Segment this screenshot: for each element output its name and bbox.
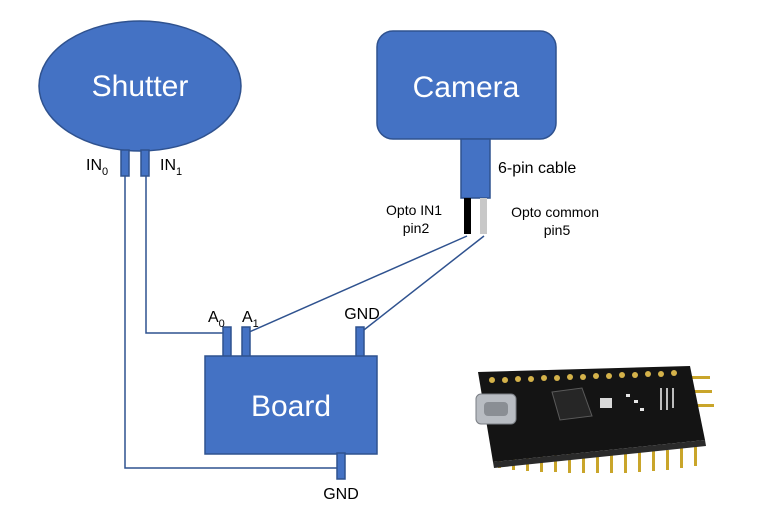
board-pin-gnd-bottom <box>336 452 346 480</box>
pin-holes <box>489 370 677 383</box>
in1-label: IN1 <box>160 157 182 178</box>
camera-label: Camera <box>413 71 520 104</box>
shutter-ellipse <box>38 20 242 152</box>
in0-label: IN0 <box>86 157 108 178</box>
silkscreen-marks <box>660 388 674 410</box>
usb-port-opening <box>484 402 508 416</box>
opto-in1-label: Opto IN1 pin2 <box>386 202 446 236</box>
side-header-pins <box>690 376 714 407</box>
gnd-bottom-label: GND <box>323 486 359 503</box>
board: Board A0 A1 GND GND <box>204 306 380 503</box>
shutter-pin-in1 <box>140 149 150 177</box>
board-pin-gnd-top <box>355 326 365 358</box>
reset-button <box>600 398 612 408</box>
board-box <box>204 355 378 455</box>
pcb-edge <box>493 440 706 468</box>
camera-cable-connector <box>460 138 491 199</box>
a0-label: A0 <box>208 309 225 330</box>
board-label: Board <box>251 390 331 423</box>
cable-label: 6-pin cable <box>498 160 576 177</box>
wire-in1-to-a0 <box>145 175 224 334</box>
microcontroller-chip <box>551 387 593 421</box>
shutter-pin-in0 <box>120 149 130 177</box>
gnd-top-label: GND <box>344 306 380 323</box>
wire-opto-in1-to-a1 <box>246 235 468 334</box>
status-leds <box>626 394 644 411</box>
shutter-label: Shutter <box>92 70 189 103</box>
board-pin-a1 <box>241 326 251 358</box>
board-pin-a0 <box>222 326 232 358</box>
shutter: Shutter IN0 IN1 <box>38 20 242 178</box>
wire-opto-common-to-gnd <box>359 235 485 334</box>
opto-common-label: Opto common pin5 <box>511 204 603 238</box>
opto-in1-wire <box>464 198 471 234</box>
opto-common-wire <box>480 198 487 234</box>
arduino-nano-board-photo <box>475 366 714 473</box>
a1-label: A1 <box>242 309 259 330</box>
camera: Camera 6-pin cable Opto IN1 pin2 Opto co… <box>376 30 603 238</box>
